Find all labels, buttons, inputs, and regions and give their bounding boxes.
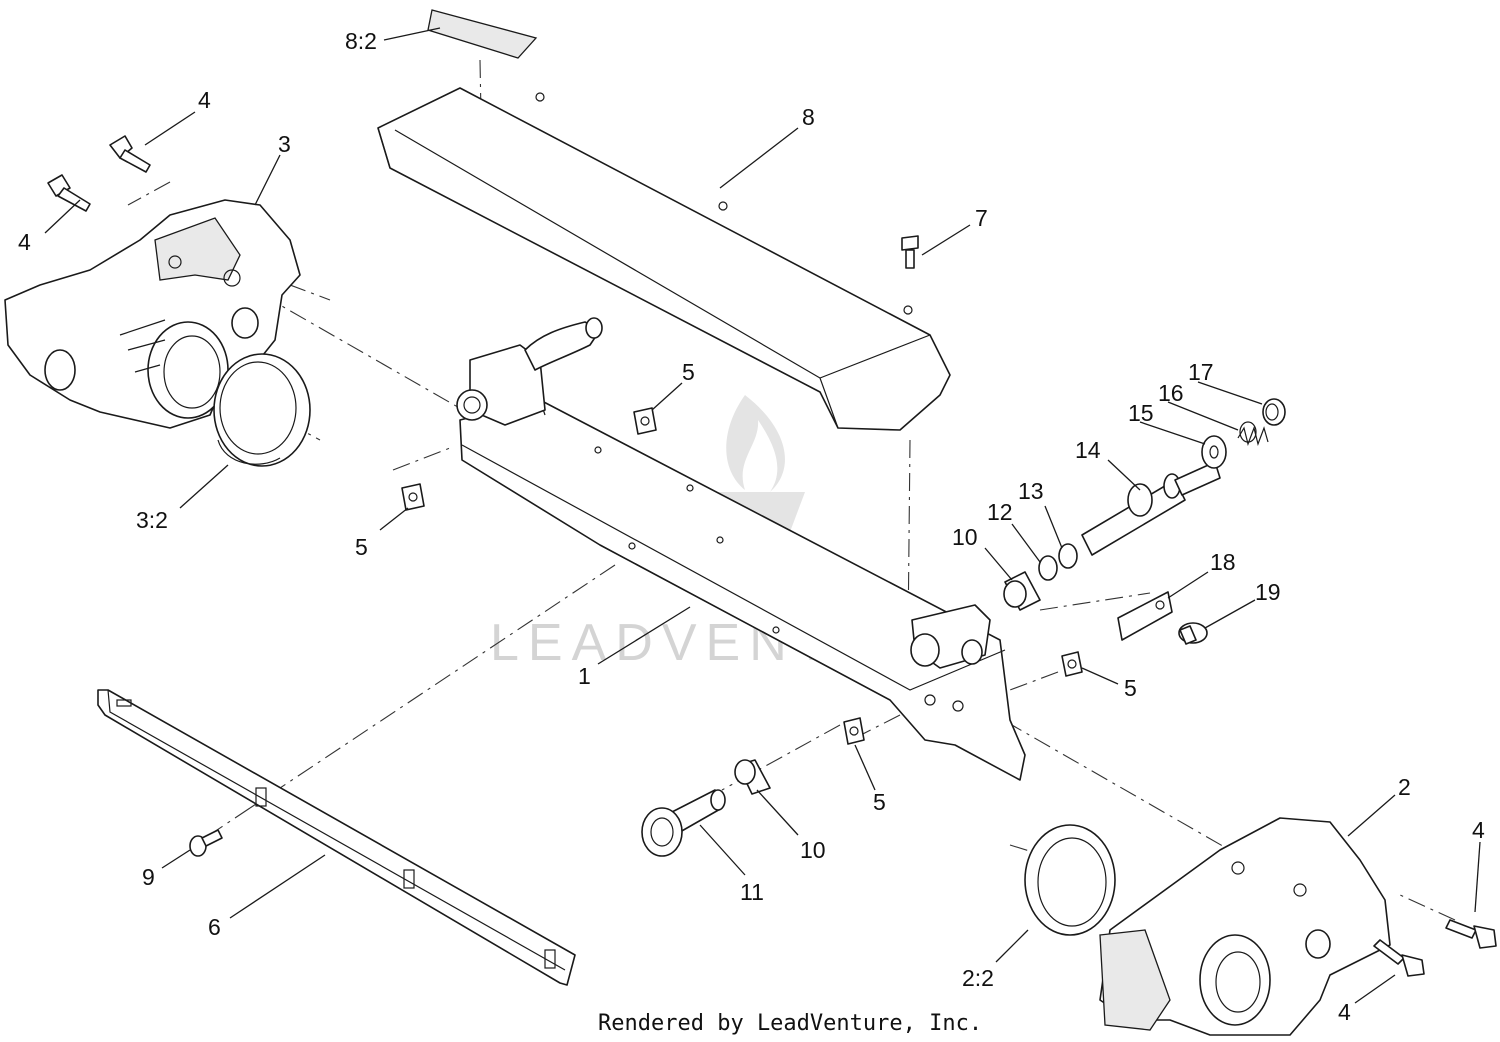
callout-19: 19 bbox=[1255, 579, 1281, 605]
cover-shield-8 bbox=[377, 87, 951, 431]
ring-13 bbox=[1058, 543, 1078, 569]
screw-19 bbox=[1178, 622, 1208, 645]
callout-4-right-a: 4 bbox=[1472, 817, 1485, 843]
washer-15 bbox=[1201, 435, 1227, 469]
callout-1: 1 bbox=[578, 663, 591, 689]
callout-15: 15 bbox=[1128, 400, 1154, 426]
screw-7 bbox=[901, 235, 919, 269]
ring-12 bbox=[1038, 555, 1058, 581]
decal-8-2 bbox=[427, 9, 538, 59]
callout-13: 13 bbox=[1018, 478, 1044, 504]
nut-5-c bbox=[1061, 651, 1083, 677]
callout-2-2: 2:2 bbox=[962, 965, 994, 991]
nut-5-a bbox=[633, 407, 657, 435]
bolt-4-right-a bbox=[1445, 919, 1497, 949]
callout-5-d: 5 bbox=[873, 789, 886, 815]
nut-5-b bbox=[401, 483, 425, 511]
callout-5-c: 5 bbox=[1124, 675, 1137, 701]
bushing-10-lower bbox=[734, 759, 771, 795]
callout-2: 2 bbox=[1398, 774, 1411, 800]
callout-14: 14 bbox=[1075, 437, 1101, 463]
bushing-10-upper bbox=[1003, 571, 1041, 611]
callout-9: 9 bbox=[142, 864, 155, 890]
side-plate-3 bbox=[4, 199, 301, 429]
spring-16 bbox=[1237, 421, 1269, 447]
callout-10-a: 10 bbox=[952, 524, 978, 550]
callout-4-top: 4 bbox=[198, 87, 211, 113]
side-plate-2 bbox=[1099, 817, 1391, 1036]
callout-4-right-b: 4 bbox=[1338, 999, 1351, 1025]
screw-9 bbox=[189, 829, 223, 857]
bar-6 bbox=[97, 689, 576, 986]
ring-2-2 bbox=[1024, 824, 1116, 936]
callout-8: 8 bbox=[802, 104, 815, 130]
gear-shaft-11 bbox=[641, 789, 726, 857]
bolt-4-left bbox=[47, 174, 91, 212]
callout-3: 3 bbox=[278, 131, 291, 157]
callouts: 8:2 4 4 3 3:2 8 7 5 5 17 16 15 14 13 12 … bbox=[18, 28, 1485, 1025]
callout-5-a: 5 bbox=[682, 359, 695, 385]
main-frame-1 bbox=[456, 317, 1026, 781]
nut-5-d bbox=[843, 717, 865, 745]
callout-18: 18 bbox=[1210, 549, 1236, 575]
callout-16: 16 bbox=[1158, 380, 1184, 406]
cap-17 bbox=[1262, 398, 1286, 426]
callout-7: 7 bbox=[975, 205, 988, 231]
callout-3-2: 3:2 bbox=[136, 507, 168, 533]
shaft-14 bbox=[1081, 461, 1221, 556]
callout-12: 12 bbox=[987, 499, 1013, 525]
callout-6: 6 bbox=[208, 914, 221, 940]
footer-credit: Rendered by LeadVenture, Inc. bbox=[598, 1011, 982, 1036]
callout-10-b: 10 bbox=[800, 837, 826, 863]
ring-3-2 bbox=[213, 353, 311, 467]
bolt-4-top bbox=[109, 135, 151, 173]
callout-17: 17 bbox=[1188, 359, 1214, 385]
leader-lines bbox=[44, 27, 1481, 1004]
bolt-4-right-b bbox=[1373, 939, 1425, 977]
plate-18 bbox=[1117, 591, 1173, 641]
callout-4-left: 4 bbox=[18, 229, 31, 255]
callout-8-2: 8:2 bbox=[345, 28, 377, 54]
callout-11: 11 bbox=[740, 879, 764, 905]
callout-5-b: 5 bbox=[355, 534, 368, 560]
